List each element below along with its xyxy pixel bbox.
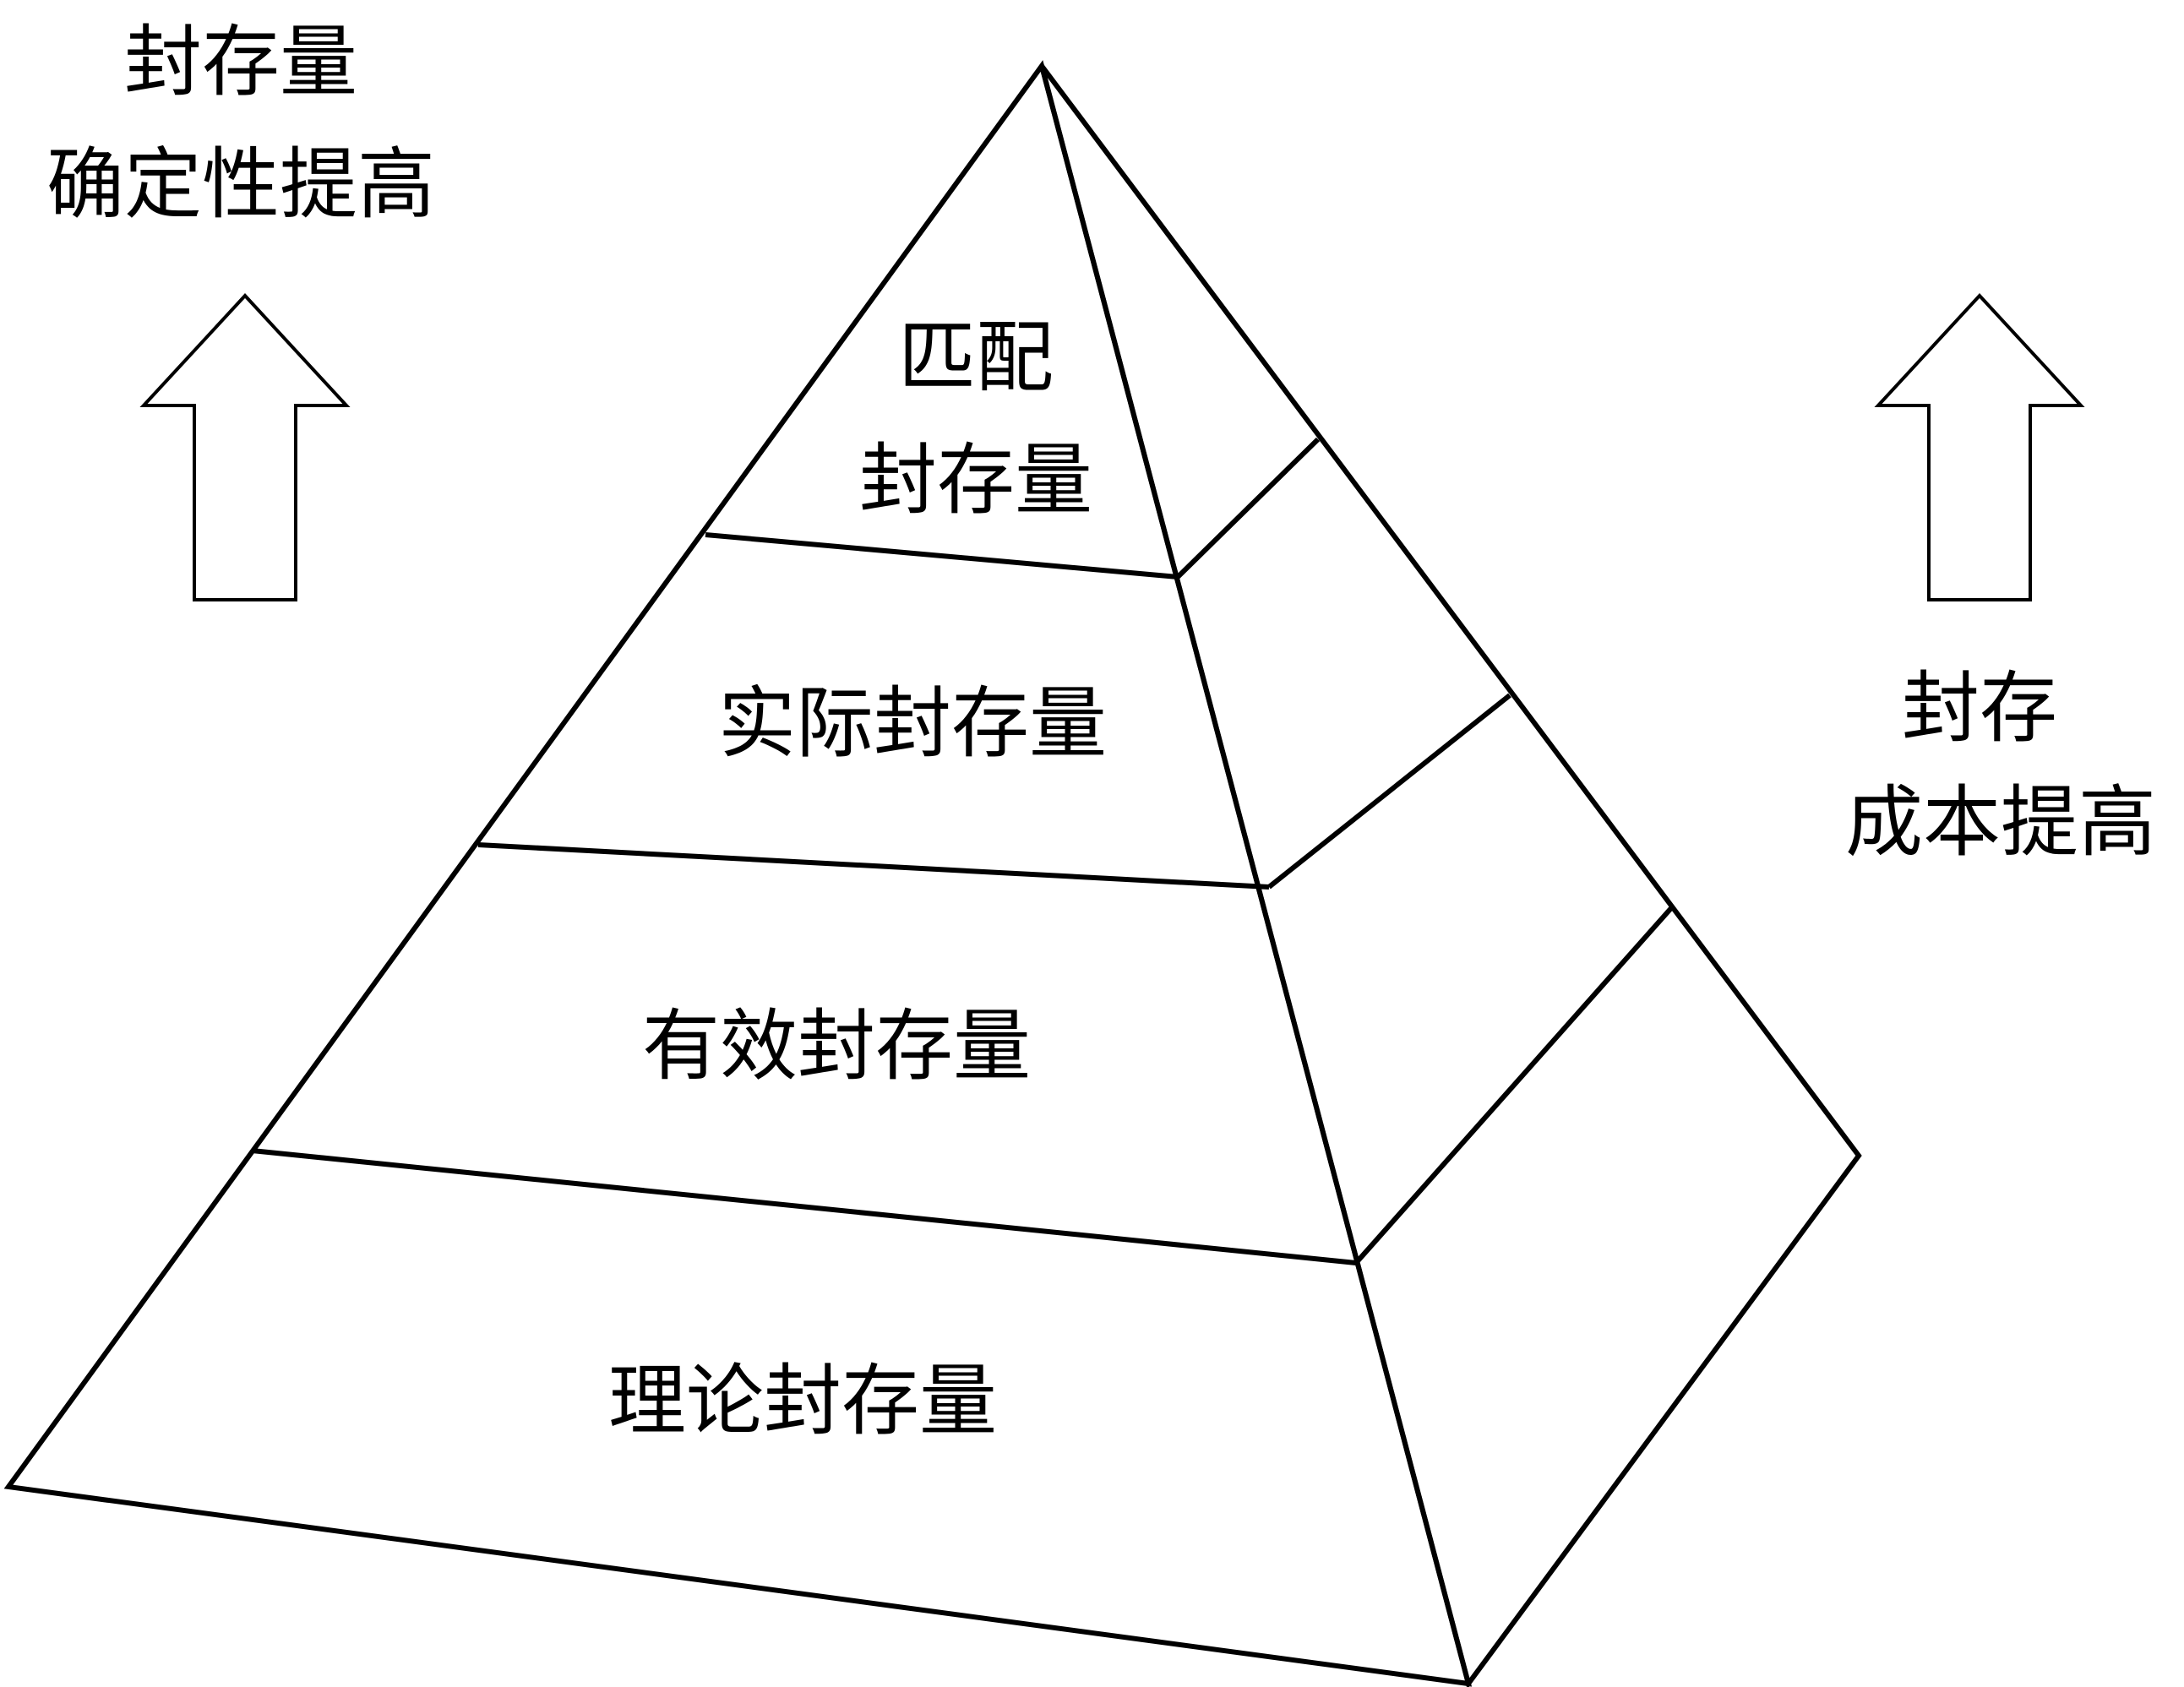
- cost-label-line2: 成本提高: [1845, 777, 2156, 868]
- right-up-arrow-icon: [1874, 293, 2085, 601]
- pyramid-side-face: [1039, 64, 1862, 1687]
- front-divider-3: [251, 1148, 1357, 1265]
- tier-actual: 实际封存量: [718, 678, 1107, 769]
- left-up-arrow-icon: [139, 293, 351, 601]
- side-divider-1: [1175, 437, 1321, 580]
- side-divider-2: [1267, 693, 1511, 890]
- side-divider-3: [1353, 906, 1674, 1265]
- cost-label-line1: 封存: [1902, 663, 2057, 754]
- tier-matching-line2: 封存量: [859, 435, 1092, 525]
- pyramid-outline: [3, 60, 1862, 1687]
- tier-effective: 有效封存量: [642, 1001, 1031, 1091]
- tier-theoretical: 理论封存量: [608, 1356, 997, 1446]
- certainty-label-line2: 确定性提高: [46, 139, 435, 230]
- front-divider-2: [477, 842, 1270, 890]
- certainty-label-line1: 封存量: [124, 17, 357, 107]
- tier-matching-line1: 匹配: [898, 313, 1054, 403]
- front-divider-1: [705, 532, 1179, 580]
